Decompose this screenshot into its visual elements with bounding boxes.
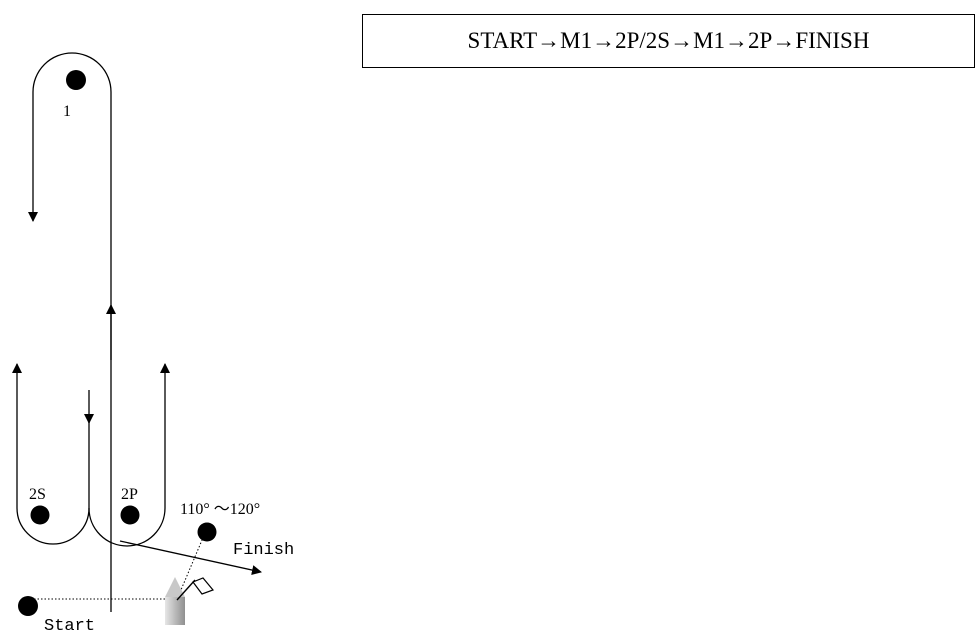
finish-mark bbox=[197, 522, 217, 542]
committee-boat-icon bbox=[165, 577, 196, 625]
angle-label: 110° ～120° bbox=[180, 501, 260, 518]
mark-2p bbox=[120, 505, 140, 525]
finish-flag-icon bbox=[192, 577, 215, 595]
mark-2s bbox=[30, 505, 50, 525]
gate-2p-loop bbox=[88, 440, 166, 547]
gate-2s-loop bbox=[16, 420, 90, 545]
start-mark bbox=[18, 596, 38, 616]
finish-leg-arrow bbox=[119, 540, 262, 575]
mark-2p-label: 2P bbox=[121, 486, 138, 503]
mark-1-label: 1 bbox=[63, 103, 71, 120]
start-label: Start bbox=[44, 617, 95, 636]
finish-line-dotted bbox=[177, 532, 206, 598]
route-sequence-text: START→M1→2P/2S→M1→2P→FINISH bbox=[467, 28, 870, 53]
finish-label: Finish bbox=[233, 541, 294, 560]
mark-1 bbox=[66, 70, 86, 90]
mark-2s-label: 2S bbox=[29, 486, 46, 503]
route-sequence-box: START→M1→2P/2S→M1→2P→FINISH bbox=[362, 14, 975, 68]
top-loop-path bbox=[32, 52, 112, 140]
